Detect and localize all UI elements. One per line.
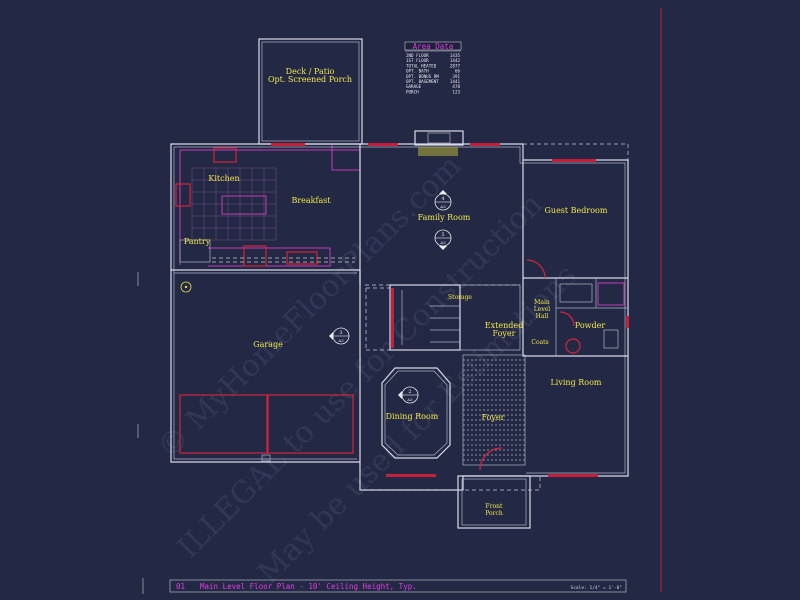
section-number: 3 [339, 330, 342, 336]
kitchen-floor-grid [191, 167, 277, 241]
section-number: 2 [408, 389, 411, 395]
room-label-powder: Powder [575, 321, 606, 330]
section-number: 5 [441, 232, 444, 238]
section-marker: 5 A3 [434, 229, 452, 250]
area-row-value: 478 [452, 84, 460, 89]
front-porch [359, 475, 541, 529]
area-row-value: 66 [455, 69, 461, 74]
windows [271, 143, 629, 477]
area-row-label: PORCH [406, 89, 419, 94]
area-data-title: Area Data [413, 42, 454, 51]
foyer-stairs [462, 354, 526, 466]
room-label-extended-foyer-2: Foyer [492, 329, 515, 338]
area-row-value: 1435 [450, 53, 461, 58]
plan-title: Main Level Floor Plan - 10' Ceiling Heig… [200, 582, 417, 591]
room-label-hall-2: Level [534, 306, 550, 313]
area-row-value: 1442 [450, 58, 461, 63]
room-label-coats: Coats [531, 339, 548, 346]
room-label-deck: Deck / Patio [286, 67, 335, 76]
section-marker: 4 A3 [434, 190, 452, 211]
section-sheet: A3 [439, 240, 446, 245]
section-marker: 2 A3 [398, 386, 419, 404]
stairs-storage [365, 284, 521, 351]
title-block: 01 Main Level Floor Plan - 10' Ceiling H… [142, 578, 627, 594]
dining-room-ceiling [381, 367, 451, 459]
room-label-breakfast: Breakfast [291, 196, 331, 205]
room-label-front-porch-2: Porch [485, 510, 503, 517]
right-wing-walls [522, 160, 628, 357]
room-label-deck-sub: Opt. Screened Porch [268, 75, 352, 84]
area-row-label: TOTAL HEATED [406, 63, 437, 68]
area-row-value: 2877 [450, 63, 461, 68]
room-labels: Deck / Patio Opt. Screened Porch Kitchen… [184, 67, 608, 517]
room-label-family-room: Family Room [418, 213, 471, 222]
room-label-foyer: Foyer [481, 413, 504, 422]
section-sheet: A3 [439, 204, 446, 209]
section-sheet: A3 [337, 338, 344, 343]
room-label-storage: Storage [448, 294, 472, 301]
room-label-guest-bedroom: Guest Bedroom [545, 206, 608, 215]
room-label-front-porch-1: Front [486, 503, 504, 510]
room-label-kitchen: Kitchen [208, 174, 239, 183]
area-row-label: 1ST FLOOR [406, 58, 429, 63]
area-row-label: OPT. BASEMENT [406, 79, 439, 84]
room-label-garage: Garage [253, 340, 283, 349]
plan-number: 01 [176, 582, 185, 591]
room-label-dining-room: Dining Room [386, 412, 439, 421]
front-door-swing [479, 447, 503, 471]
room-label-hall-1: Main [534, 299, 550, 306]
area-data-table: Area Data 2ND FLOOR 1435 1ST FLOOR 1442TOTA… [404, 41, 462, 94]
room-label-living-room: Living Room [550, 378, 601, 387]
plan-scale: Scale: 1/4" = 1'-0" [571, 585, 622, 591]
area-row-label: 2ND FLOOR [406, 53, 429, 58]
room-label-pantry: Pantry [184, 237, 211, 246]
area-row-value: 391 [452, 74, 460, 79]
area-row-label: GARAGE [406, 84, 422, 89]
section-number: 4 [441, 196, 444, 202]
area-row-value: 1441 [450, 79, 461, 84]
area-row-value: 123 [452, 89, 460, 94]
area-row-label: OPT. BONUS RM [406, 74, 439, 79]
room-label-extended-foyer-1: Extended [485, 321, 523, 330]
section-marker: 3 A3 [329, 327, 350, 345]
section-sheet: A3 [406, 397, 413, 402]
area-row-label: OPT. BATH [406, 69, 429, 74]
room-label-hall-3: Hall [536, 313, 549, 320]
